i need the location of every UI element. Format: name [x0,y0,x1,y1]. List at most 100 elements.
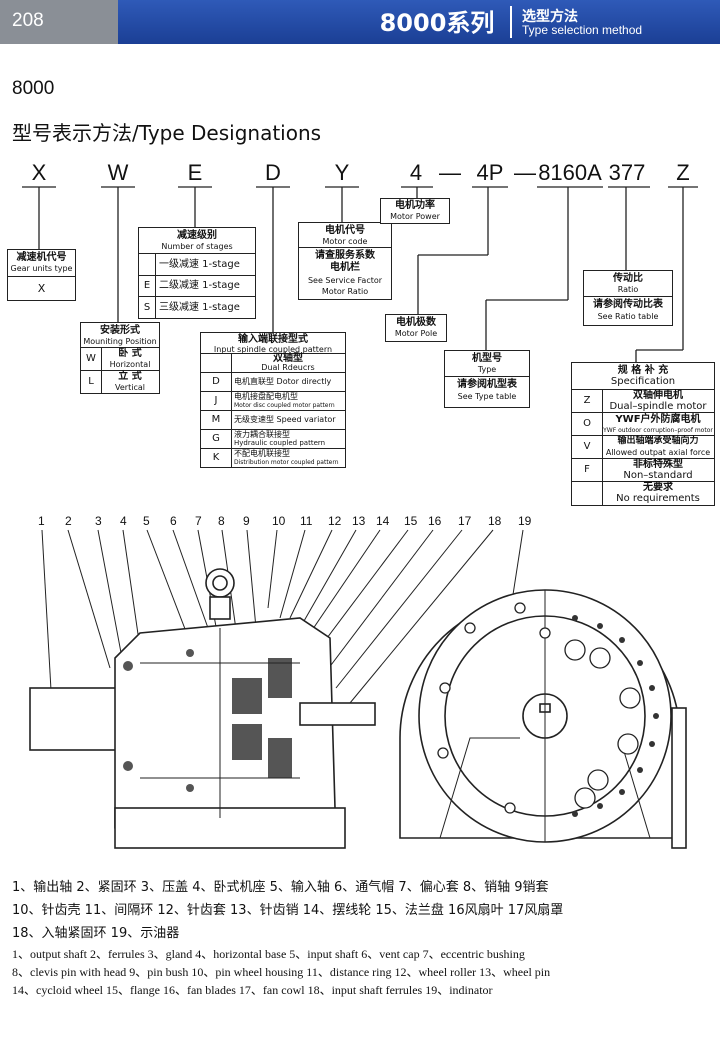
divider [572,412,714,413]
divider [155,253,156,318]
input-cn: 输入端联接型式 [238,334,308,345]
code-dash-2: — [514,160,536,185]
divider [572,389,714,390]
ratio-cn2: 请参阅传动比表 [593,299,663,310]
code-ratio: 377 [608,160,646,185]
spec-v-cn: 输出轴端承受轴向力 [617,436,699,446]
part-number-5: 5 [143,514,150,528]
part-number-16: 16 [428,514,442,528]
gear-units-cn: 减速机代号 [16,252,67,263]
input-g-cn: 液力耦合联接型 [234,430,290,439]
divider [139,253,255,254]
part-number-11: 11 [300,514,313,528]
mount-en-w: Horizontal [109,360,151,369]
spec-o-en: YWF outdoor corruption–proof motor [603,427,713,434]
part-number-2: 2 [65,514,72,528]
section-title-en: Type selection method [522,23,643,37]
part-number-8: 8 [218,514,225,528]
code-dash-1: — [439,160,461,185]
caption-cn-line-3: 18、入轴紧固环 19、示油器 [12,926,180,941]
stage-2: 二级减速 1-stage [159,280,240,291]
input-code-j: J [214,395,218,406]
stages-cn: 减速级别 [177,230,217,241]
part-number-13: 13 [352,514,366,528]
gear-units-value: X [37,282,46,295]
code-power: 4 [409,160,423,185]
motor-code-en3: Motor Ratio [321,287,369,296]
input-en: Input spindle coupled pattern [213,345,333,354]
header-bar [118,0,720,44]
divider [201,353,345,354]
type-en2: See Type table [457,392,517,401]
spec-none-en: No requirements [616,493,700,504]
divider [602,389,603,505]
type-box: 机型号 Type 请参阅机型表 See Type table [444,350,530,408]
motor-code-cn: 电机代号 [325,225,365,236]
motor-pole-box: 电机极数 Motor Pole [385,314,447,342]
code-letter-y: Y [334,160,350,185]
spec-code-v: V [583,441,591,452]
motor-code-cn3: 电机栏 [330,262,360,273]
code-type: 8160A [538,160,602,185]
motor-power-box: 电机功率 Motor Power [380,198,450,224]
motor-pole-en: Motor Pole [394,329,438,338]
divider [572,458,714,459]
code-letter-e: E [187,160,203,185]
input-g-en: Hydraulic coupled pattern [234,439,326,447]
part-number-14: 14 [376,514,390,528]
part-number-4: 4 [120,514,127,528]
input-dual-en: Dual Rdeucrs [261,363,315,372]
divider [584,296,672,297]
spec-code-f: F [584,464,590,475]
divider [201,429,345,430]
part-number-7: 7 [195,514,202,528]
mounting-position-box: 安装形式 Mouniting Position W 卧 式 Horizontal… [80,322,160,394]
input-code-g: G [212,433,220,444]
input-m-text: 无级变速型 Speed variator [234,415,336,424]
input-d-text: 电机直联型 Dotor directly [234,377,332,386]
input-code-m: M [211,414,221,425]
part-number-9: 9 [243,514,250,528]
gear-units-en: Gear units type [10,264,73,273]
mount-code-w: W [86,353,96,364]
mount-code-l: L [88,376,94,387]
spec-code-z: Z [583,395,591,406]
input-pattern-box: 输入端联接型式 Input spindle coupled pattern 双轴… [200,332,346,468]
section-title-cn: 选型方法 [522,9,578,25]
caption-en-line-2: 8、clevis pin with head 9、pin bush 10、pin… [12,965,551,979]
code-letter-x: X [31,160,47,185]
input-dual-cn: 双轴型 [273,353,303,364]
header-divider [510,6,512,38]
ratio-cn: 传动比 [613,273,643,284]
page-number: 208 [12,10,44,31]
code-letter-d: D [265,160,281,185]
part-number-15: 15 [404,514,418,528]
stages-box: 减速级别 Number of stages 一级减速 1-stage E 二级减… [138,227,256,319]
input-code-k: K [212,452,220,463]
motor-code-en: Motor code [322,237,368,246]
mount-cn-w: 卧 式 [118,348,142,359]
motor-power-en: Motor Power [390,212,440,221]
stage-3: 三级减速 1-stage [159,302,240,313]
divider [201,372,345,373]
part-number-6: 6 [170,514,177,528]
spec-f-en: Non–standard [623,470,693,481]
part-number-18: 18 [488,514,502,528]
spec-z-en: Dual–spindle motor [609,401,707,412]
mount-en-l: Vertical [115,383,145,392]
caption-en-line-1: 1、output shaft 2、ferrules 3、gland 4、hori… [12,947,525,961]
motor-power-cn: 电机功率 [395,200,435,211]
divider [81,370,159,371]
motor-code-cn2: 请查服务系数 [315,250,375,261]
spec-o-cn: YWF户外防腐电机 [615,414,701,425]
part-number-3: 3 [95,514,102,528]
specification-box: 规 格 补 充 Specification Z 双轴伸电机 Dual–spind… [571,362,715,506]
divider [201,410,345,411]
part-number-1: 1 [38,514,45,528]
designation-connector-lines [22,186,698,362]
input-k-cn: 不配电机联接型 [234,449,290,458]
type-cn: 机型号 [472,353,502,364]
stage-1: 一级减速 1-stage [159,259,240,270]
stage-code-e: E [143,280,151,291]
spec-f-cn: 非标特殊型 [633,459,683,470]
